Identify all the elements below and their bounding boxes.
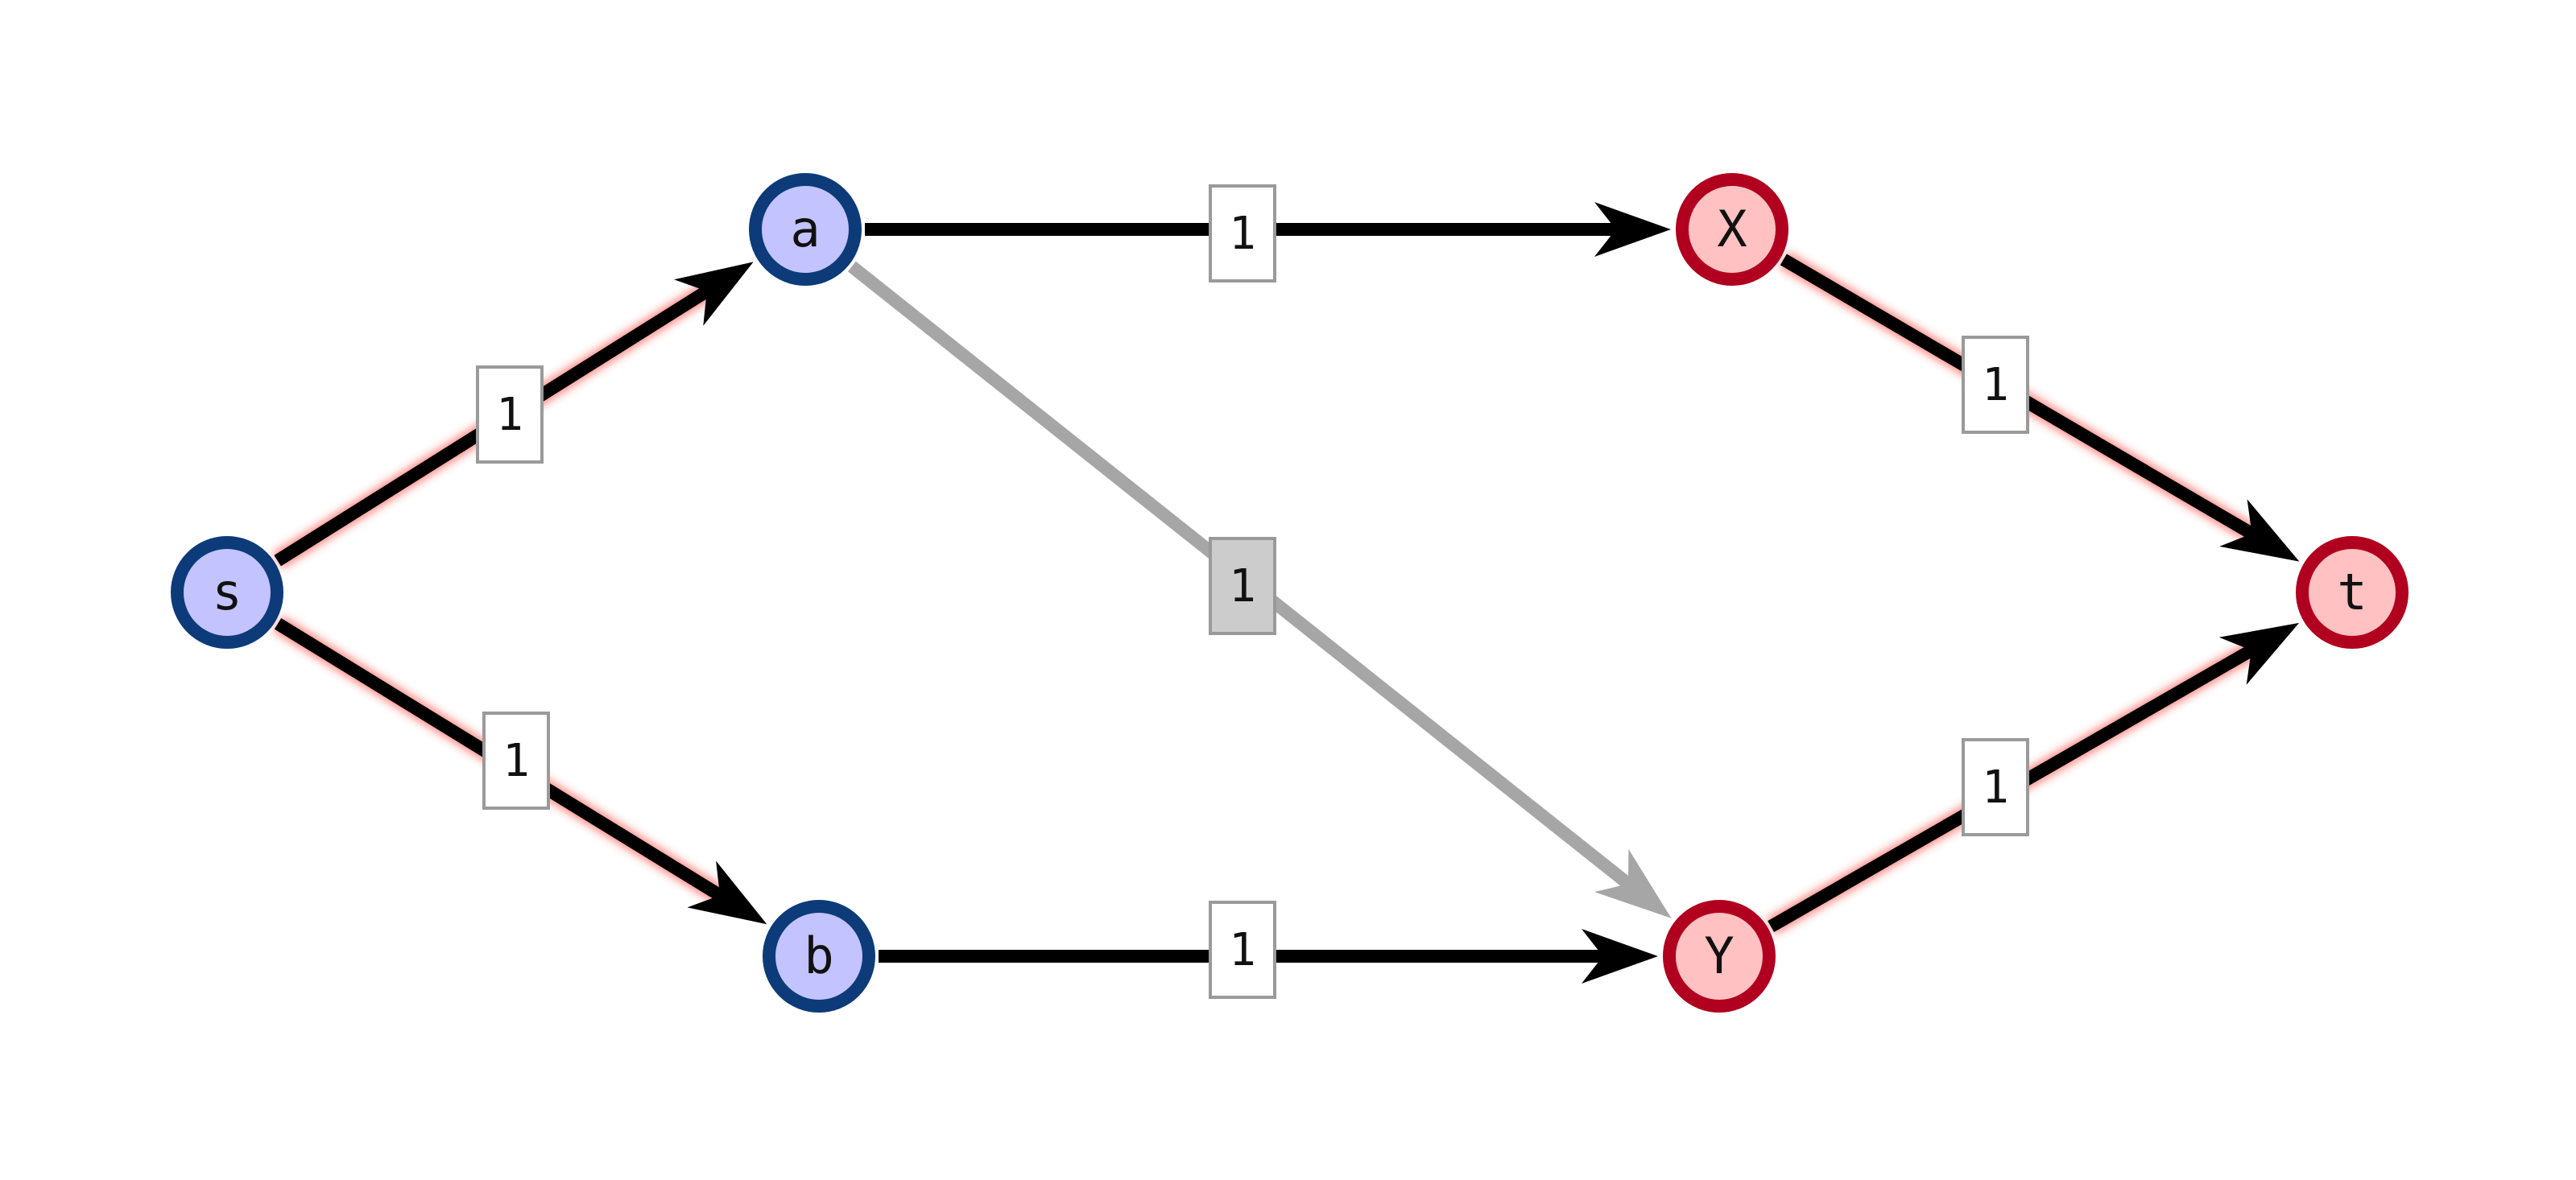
node-label: X (1717, 200, 1747, 258)
edge-label-value: 1 (502, 735, 530, 787)
arrowhead-icon (674, 262, 754, 326)
edge-b-y: 1 (879, 901, 1658, 999)
node-b: b (763, 900, 875, 1013)
arrowhead-icon (1594, 202, 1671, 257)
node-circle (2296, 536, 2409, 649)
arrowhead-icon (687, 860, 767, 925)
edge-label-value: 1 (1229, 924, 1256, 976)
edge-capacity-label: 1 (482, 712, 550, 810)
arrowhead-icon (1582, 929, 1658, 984)
node-label: a (790, 200, 820, 258)
node-t: t (2296, 536, 2409, 649)
node-y: Y (1663, 900, 1776, 1013)
node-label: t (2337, 563, 2367, 621)
arrowhead-icon (1594, 848, 1672, 918)
node-label: Y (1704, 926, 1734, 985)
edge-label-value: 1 (1982, 359, 2009, 411)
edge-label-box (476, 365, 544, 464)
edge-label-value: 1 (1229, 560, 1256, 613)
edge-label-value: 1 (1229, 208, 1256, 260)
edge-capacity-label: 1 (1209, 901, 1276, 999)
node-circle (1676, 173, 1788, 286)
node-label: b (804, 926, 833, 985)
edge-label-value: 1 (496, 389, 523, 441)
edge-label-box (482, 712, 550, 810)
edge-label-box (1209, 537, 1276, 635)
edge-label-box (1209, 901, 1276, 999)
node-circle (763, 900, 875, 1013)
edge-capacity-label: 1 (1962, 738, 2029, 836)
edge-label-value: 1 (1982, 761, 2009, 814)
edge-capacity-label: 1 (1962, 336, 2029, 434)
arrowhead-icon (2219, 499, 2300, 562)
node-circle (171, 536, 283, 649)
edge-s-b: 1 (272, 615, 767, 925)
edge-x-t: 1 (1778, 251, 2300, 562)
node-s: s (171, 536, 283, 649)
edge-capacity-label: 1 (476, 365, 544, 464)
arrowhead-icon (2218, 622, 2300, 685)
edge-a-y: 1 (847, 261, 1672, 918)
edge-s-a: 1 (272, 262, 754, 569)
edge-a-x: 1 (865, 184, 1671, 283)
edge-label-box (1209, 184, 1276, 283)
nodes-layer: s a b X Yt (171, 173, 2409, 1013)
edges-layer: 1 1 1 1 1 1 1 (272, 184, 2300, 999)
edge-capacity-label: 1 (1209, 537, 1276, 635)
node-circle (749, 173, 862, 286)
edge-capacity-label: 1 (1209, 184, 1276, 283)
edge-label-box (1962, 336, 2029, 434)
node-circle (1663, 900, 1776, 1013)
node-x: X (1676, 173, 1788, 286)
edge-y-t: 1 (1766, 622, 2300, 935)
node-a: a (749, 173, 862, 286)
edge-label-box (1962, 738, 2029, 836)
node-label: s (212, 563, 242, 621)
